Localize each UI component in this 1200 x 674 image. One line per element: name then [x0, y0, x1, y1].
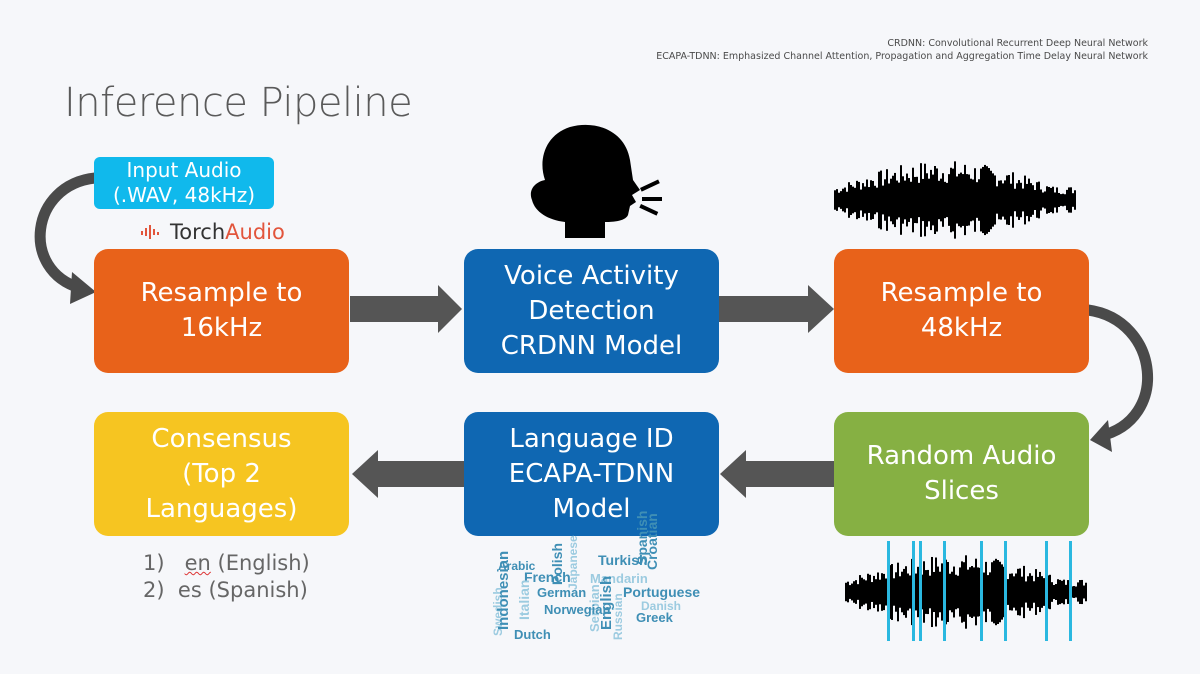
- step-text: CRDNN Model: [500, 330, 683, 361]
- step-text: Resample to: [880, 278, 1043, 308]
- input-audio-format: (.WAV, 48kHz): [112, 183, 255, 207]
- step-consensus: Consensus (Top 2 Languages): [94, 412, 349, 536]
- language-word: Japanese: [566, 535, 580, 590]
- arrow-right-1: [350, 285, 462, 333]
- step-text: Resample to: [140, 278, 303, 308]
- arrow-left-2: [352, 450, 464, 498]
- input-audio-badge: Input Audio (.WAV, 48kHz): [94, 157, 274, 209]
- torchaudio-prefix: Torch: [170, 220, 226, 244]
- step-text: Languages): [145, 493, 298, 524]
- curved-arrow-right: [1086, 304, 1153, 442]
- torchaudio-logo-icon: [141, 225, 159, 239]
- speaking-head-icon: [530, 124, 662, 238]
- result-item: 2) es (Spanish): [143, 578, 308, 602]
- results-list: 1) en (English) 2) es (Spanish): [143, 550, 310, 604]
- slice-marker: [919, 541, 922, 641]
- curved-arrow-right-head: [1090, 420, 1112, 452]
- language-word: Portuguese: [623, 584, 701, 600]
- slice-marker: [1069, 541, 1072, 641]
- arrow-right-2: [718, 285, 834, 333]
- slice-marker: [1045, 541, 1048, 641]
- language-word: Polish: [549, 542, 565, 585]
- slice-marker: [912, 541, 915, 641]
- language-word: Danish: [641, 599, 682, 613]
- step-text: Detection: [528, 295, 655, 326]
- step-text: Language ID: [509, 423, 674, 454]
- language-word: French: [524, 569, 571, 585]
- footnote-ecapa: ECAPA-TDNN: Emphasized Channel Attention…: [656, 51, 1148, 62]
- step-text: ECAPA-TDNN: [508, 458, 675, 489]
- footnote-crdnn: CRDNN: Convolutional Recurrent Deep Neur…: [887, 38, 1148, 49]
- slice-marker: [1004, 541, 1007, 641]
- torchaudio-accent: Audio: [225, 220, 285, 244]
- language-word: Mandarin: [590, 571, 648, 586]
- footnotes: CRDNN: Convolutional Recurrent Deep Neur…: [656, 37, 1148, 63]
- slice-marker: [980, 541, 983, 641]
- step-text: (Top 2: [182, 458, 261, 489]
- page-title: Inference Pipeline: [64, 80, 413, 126]
- result-item: 1) en (English): [143, 551, 310, 575]
- step-language-id: Language ID ECAPA-TDNN Model: [464, 412, 719, 536]
- step-text: Model: [552, 493, 631, 524]
- language-word: Turkish: [598, 552, 648, 568]
- step-resample-48khz: Resample to 48kHz: [834, 249, 1089, 373]
- language-word: Greek: [636, 610, 673, 625]
- step-text: 48kHz: [920, 313, 1003, 343]
- curved-arrow-input-head: [70, 272, 96, 304]
- step-text: 16kHz: [180, 313, 263, 343]
- step-resample-16khz: Resample to 16kHz: [94, 249, 349, 373]
- language-word: German: [537, 585, 587, 600]
- language-word: Italian: [516, 579, 532, 620]
- language-word: Dutch: [514, 627, 551, 642]
- curved-arrow-input: [34, 172, 96, 294]
- step-text: Random Audio: [866, 441, 1057, 471]
- step-text: Consensus: [151, 423, 292, 454]
- slice-marker: [887, 541, 890, 641]
- step-text: Voice Activity: [504, 260, 679, 291]
- language-word: Arabic: [498, 559, 536, 573]
- language-word: Russian: [611, 593, 625, 640]
- language-word: Indonesian: [495, 550, 512, 630]
- language-word: Croatian: [644, 513, 660, 570]
- arrow-left-1: [720, 450, 836, 498]
- step-text: Slices: [924, 476, 999, 506]
- slice-marker: [943, 541, 946, 641]
- language-word: Norwegian: [544, 602, 611, 617]
- input-audio-label: Input Audio: [126, 158, 242, 182]
